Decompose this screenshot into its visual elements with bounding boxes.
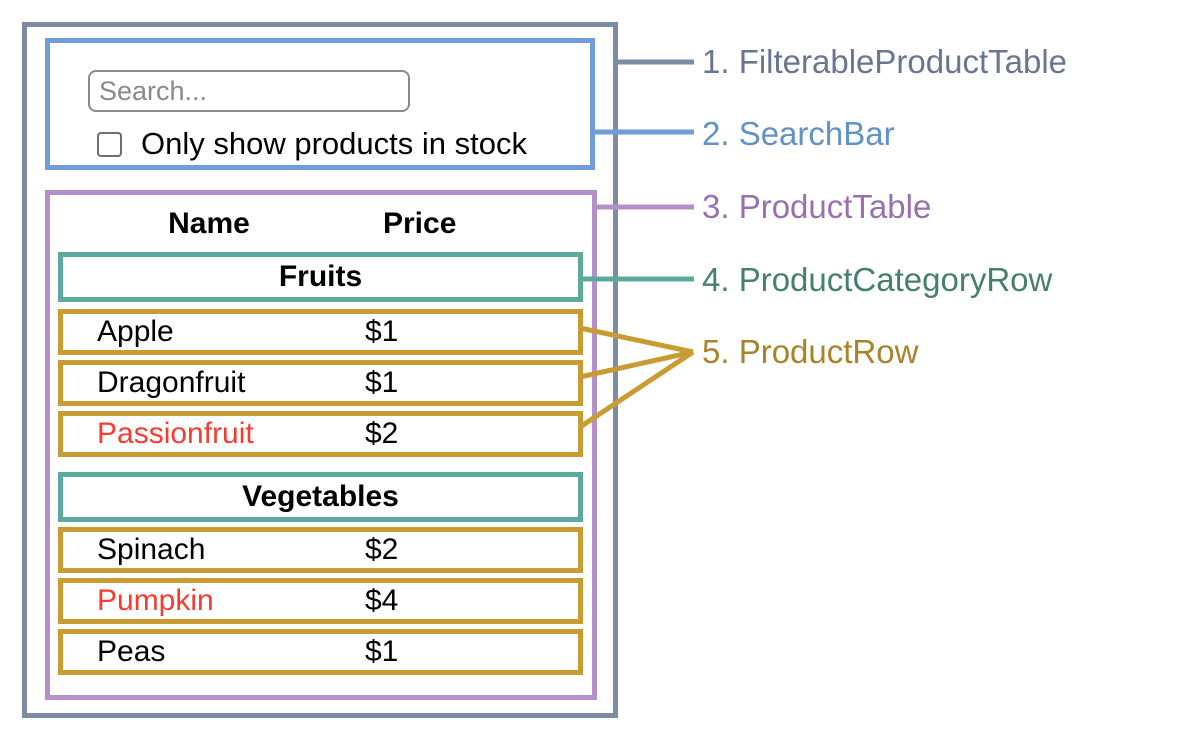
in-stock-checkbox-label: Only show products in stock — [141, 126, 527, 161]
product-row-pumpkin: Pumpkin $4 — [58, 578, 583, 624]
legend-product-table: 3. ProductTable — [702, 188, 932, 225]
product-name: Pumpkin — [97, 584, 214, 617]
legend-search-bar: 2. SearchBar — [702, 115, 895, 152]
product-name: Spinach — [97, 533, 206, 566]
product-row-dragonfruit: Dragonfruit $1 — [58, 360, 583, 406]
legend-product-category-row: 4. ProductCategoryRow — [702, 261, 1053, 298]
name-column-header: Name — [168, 207, 250, 240]
category-row-vegetables: Vegetables — [58, 472, 583, 522]
product-price: $1 — [365, 315, 399, 348]
product-price: $1 — [365, 635, 399, 668]
category-label: Fruits — [278, 260, 363, 293]
product-name: Peas — [97, 635, 166, 668]
table-header-row: Name Price — [63, 206, 578, 242]
in-stock-checkbox[interactable] — [97, 131, 122, 157]
product-row-passionfruit: Passionfruit $2 — [58, 411, 583, 457]
product-row-apple: Apple $1 — [58, 309, 583, 355]
price-column-header: Price — [383, 207, 457, 240]
legend-filterable-product-table: 1. FilterableProductTable — [702, 43, 1068, 80]
product-name: Apple — [97, 315, 174, 348]
product-name: Passionfruit — [97, 417, 254, 450]
stock-filter-row: Only show products in stock — [97, 126, 527, 162]
product-row-peas: Peas $1 — [58, 629, 583, 675]
product-price: $4 — [365, 584, 399, 617]
search-input[interactable] — [88, 70, 410, 112]
category-row-fruits: Fruits — [58, 252, 583, 302]
product-price: $2 — [365, 417, 399, 450]
product-name: Dragonfruit — [97, 366, 246, 399]
product-price: $1 — [365, 366, 399, 399]
product-price: $2 — [365, 533, 399, 566]
legend-product-row: 5. ProductRow — [702, 333, 919, 370]
product-row-spinach: Spinach $2 — [58, 527, 583, 573]
category-label: Vegetables — [242, 480, 399, 513]
